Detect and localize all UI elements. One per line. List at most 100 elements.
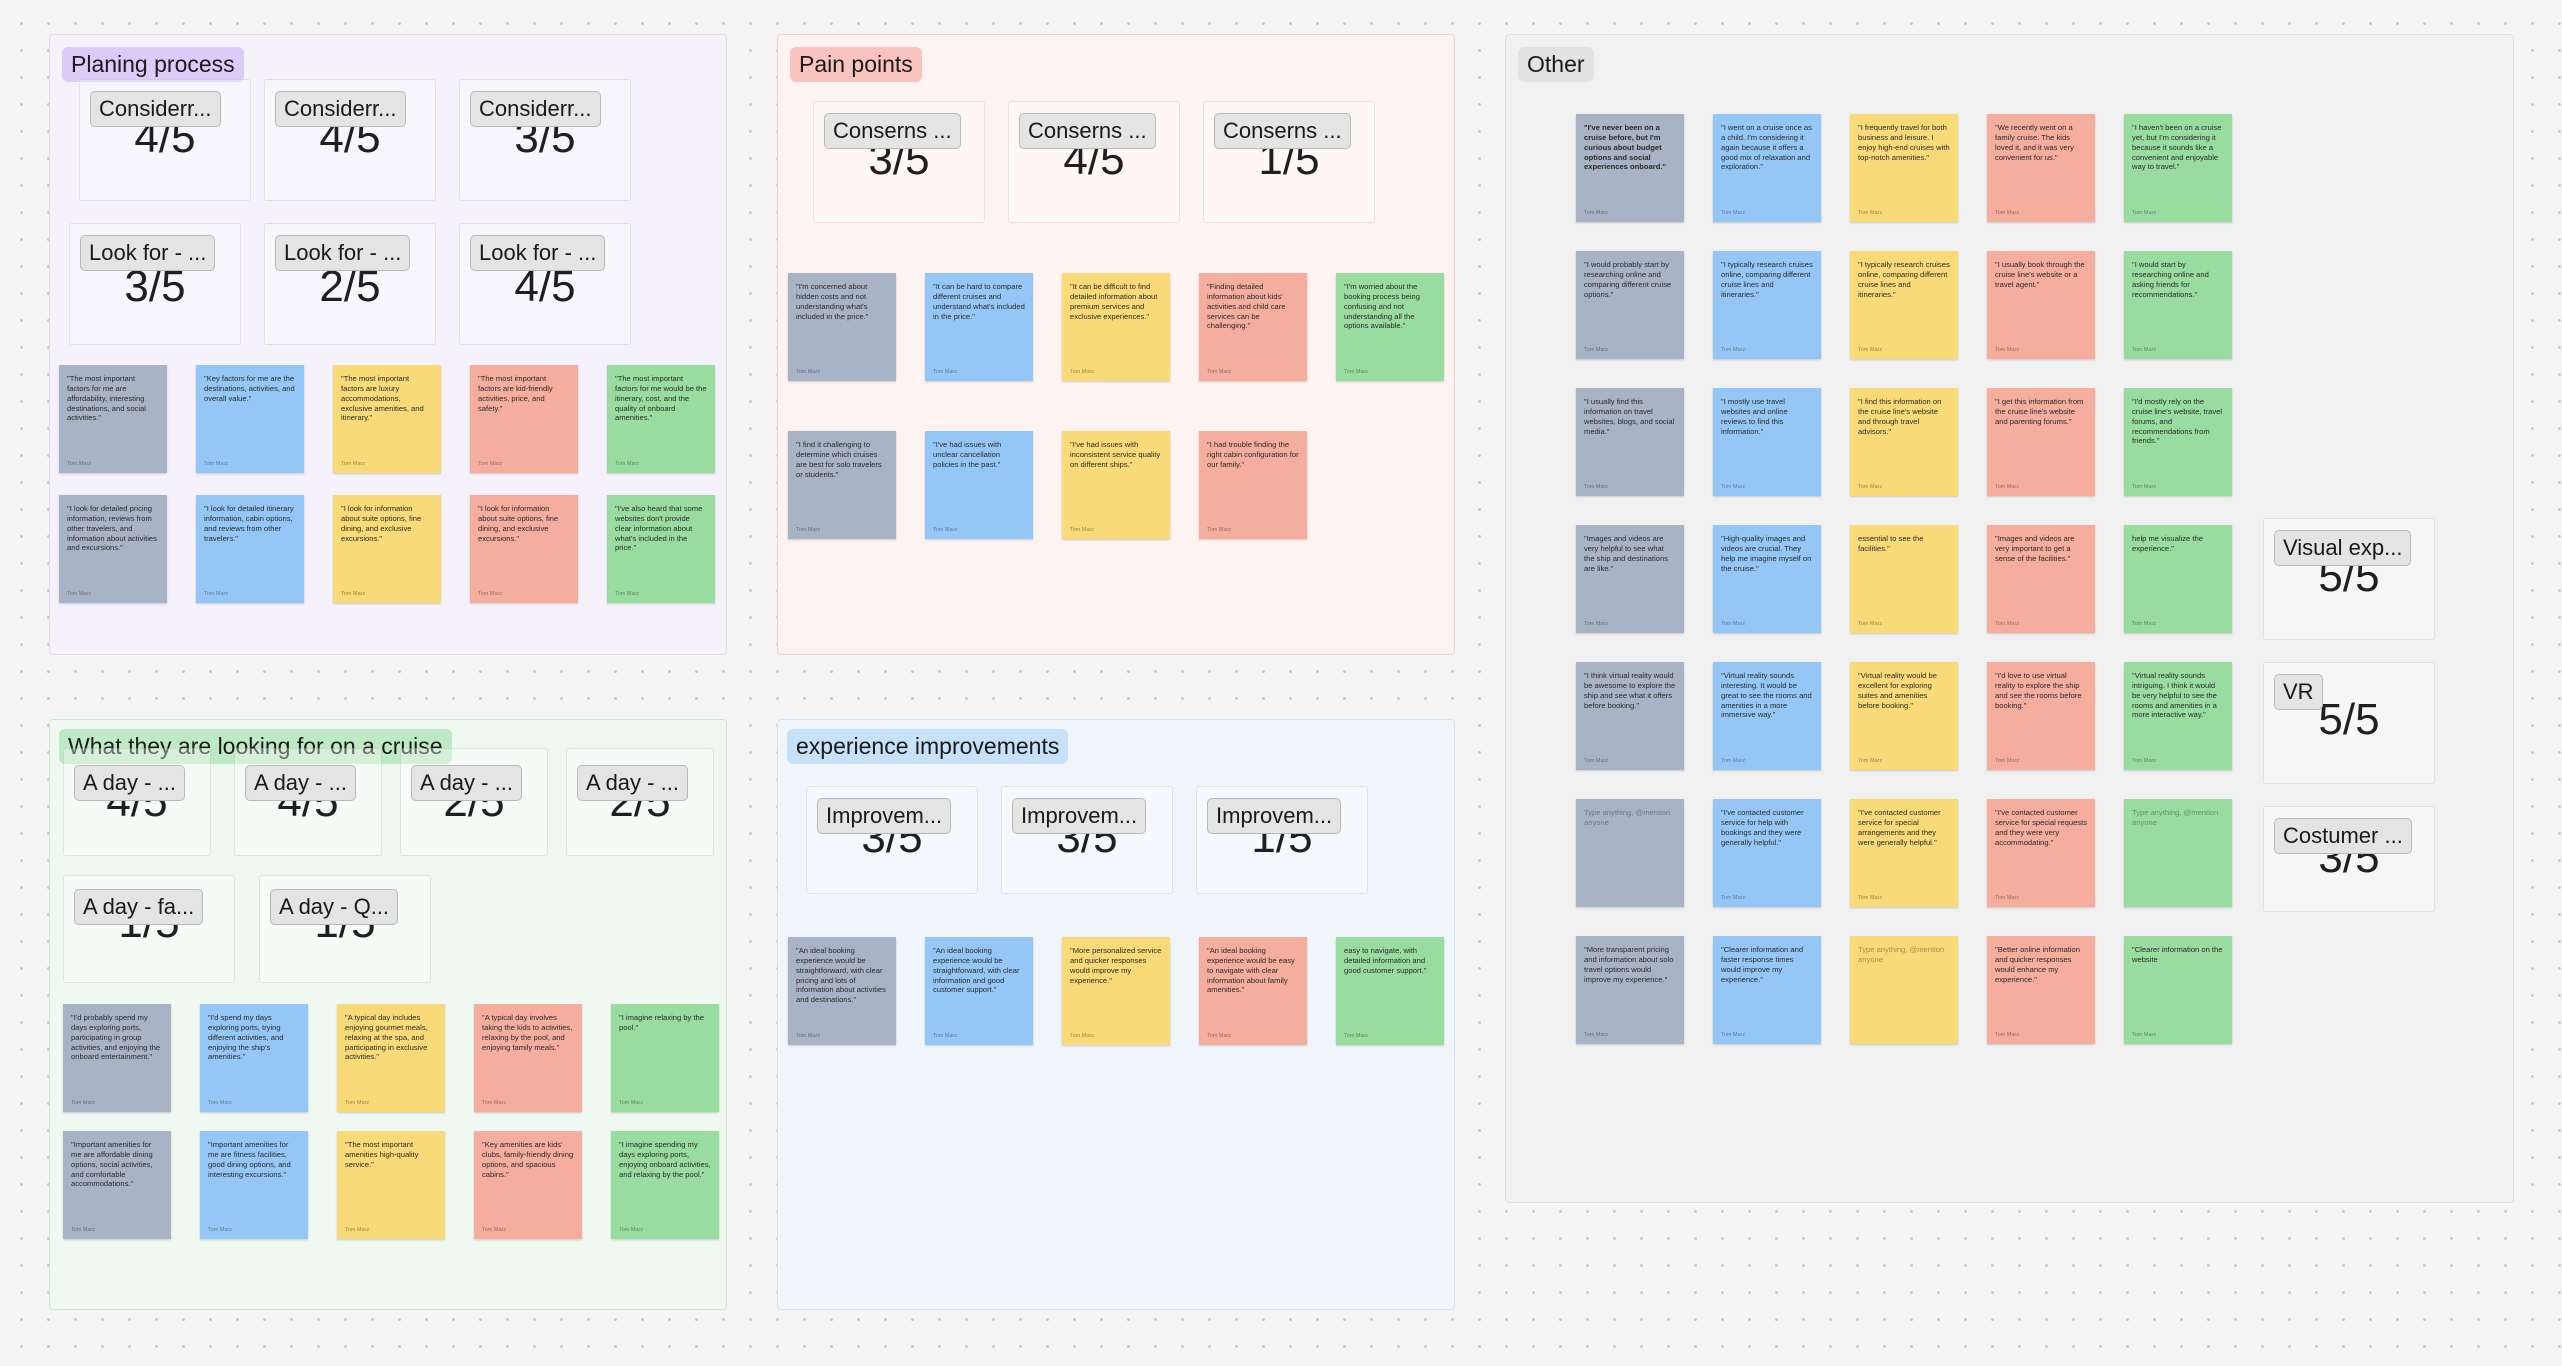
score-card[interactable]: Improvem... 3/5 (806, 786, 978, 894)
sticky-note[interactable]: "I get this information from the cruise … (1987, 388, 2095, 496)
sticky-note[interactable]: "Finding detailed information about kids… (1199, 273, 1307, 381)
sticky-note[interactable]: "I would start by researching online and… (2124, 251, 2232, 359)
sticky-note[interactable]: "I went on a cruise once as a child. I'm… (1713, 114, 1821, 222)
score-card[interactable]: A day - ... 4/5 (234, 748, 382, 856)
sticky-note[interactable]: "I typically research cruises online, co… (1713, 251, 1821, 359)
sticky-note-empty[interactable]: Type anything, @mention anyone (1850, 936, 1958, 1044)
section-looking-for[interactable]: What they are looking for on a cruise A … (49, 719, 727, 1310)
score-card[interactable]: Improvem... 3/5 (1001, 786, 1173, 894)
sticky-note[interactable]: "I look for detailed pricing information… (59, 495, 167, 603)
sticky-note[interactable]: "An ideal booking experience would be st… (788, 937, 896, 1045)
sticky-note[interactable]: "Images and videos are very helpful to s… (1576, 525, 1684, 633)
sticky-note[interactable]: "I typically research cruises online, co… (1850, 251, 1958, 359)
score-card[interactable]: Conserns ... 1/5 (1203, 101, 1375, 223)
score-card[interactable]: A day - Q... 1/5 (259, 875, 431, 983)
score-card[interactable]: Conserns ... 3/5 (813, 101, 985, 223)
sticky-note[interactable]: "I'd love to use virtual reality to expl… (1987, 662, 2095, 770)
sticky-note[interactable]: "Virtual reality sounds interesting. It … (1713, 662, 1821, 770)
score-card[interactable]: Visual exp... 5/5 (2263, 518, 2435, 640)
sticky-note[interactable]: "I'd mostly rely on the cruise line's we… (2124, 388, 2232, 496)
sticky-note[interactable]: "Clearer information and faster response… (1713, 936, 1821, 1044)
sticky-note[interactable]: "I'd spend my days exploring ports, tryi… (200, 1004, 308, 1112)
section-experience-improvements[interactable]: experience improvements Improvem... 3/5 … (777, 719, 1455, 1310)
sticky-note[interactable]: "I find this information on the cruise l… (1850, 388, 1958, 496)
section-planing-process[interactable]: Planing process Considerr... 4/5 Conside… (49, 34, 727, 655)
section-label[interactable]: What they are looking for on a cruise (59, 729, 452, 764)
section-label[interactable]: experience improvements (787, 729, 1069, 764)
score-card[interactable]: Improvem... 1/5 (1196, 786, 1368, 894)
score-card[interactable]: A day - fa... 1/5 (63, 875, 235, 983)
sticky-note[interactable]: "I haven't been on a cruise yet, but I'm… (2124, 114, 2232, 222)
sticky-note[interactable]: "I frequently travel for both business a… (1850, 114, 1958, 222)
sticky-note[interactable]: "I look for information about suite opti… (333, 495, 441, 603)
sticky-note[interactable]: "Important amenities for me are fitness … (200, 1131, 308, 1239)
sticky-note[interactable]: "I look for detailed itinerary informati… (196, 495, 304, 603)
score-card[interactable]: Look for - ... 2/5 (264, 223, 436, 345)
sticky-note[interactable]: "A typical day involves taking the kids … (474, 1004, 582, 1112)
score-card[interactable]: Conserns ... 4/5 (1008, 101, 1180, 223)
sticky-note[interactable]: "I imagine spending my days exploring po… (611, 1131, 719, 1239)
sticky-note[interactable]: essential to see the facilities."Tom Mar… (1850, 525, 1958, 633)
sticky-note[interactable]: "I look for information about suite opti… (470, 495, 578, 603)
sticky-note[interactable]: "I usually find this information on trav… (1576, 388, 1684, 496)
sticky-note[interactable]: "I find it challenging to determine whic… (788, 431, 896, 539)
sticky-note[interactable]: "Key amenities are kids' clubs, family-f… (474, 1131, 582, 1239)
sticky-note[interactable]: "I've had issues with inconsistent servi… (1062, 431, 1170, 539)
sticky-note[interactable]: "More personalized service and quicker r… (1062, 937, 1170, 1045)
sticky-note[interactable]: "High-quality images and videos are cruc… (1713, 525, 1821, 633)
score-card[interactable]: A day - ... 2/5 (400, 748, 548, 856)
sticky-note[interactable]: "The most important amenities high-quali… (337, 1131, 445, 1239)
sticky-note[interactable]: "I'm worried about the booking process b… (1336, 273, 1444, 381)
sticky-note[interactable]: "Key factors for me are the destinations… (196, 365, 304, 473)
sticky-note[interactable]: "The most important factors are luxury a… (333, 365, 441, 473)
sticky-note[interactable]: "I'm concerned about hidden costs and no… (788, 273, 896, 381)
score-card[interactable]: VR 5/5 (2263, 662, 2435, 784)
sticky-note[interactable]: help me visualize the experience."Tom Ma… (2124, 525, 2232, 633)
section-label[interactable]: Other (1518, 47, 1594, 82)
sticky-note[interactable]: "It can be difficult to find detailed in… (1062, 273, 1170, 381)
score-card[interactable]: A day - ... 4/5 (63, 748, 211, 856)
sticky-note[interactable]: "I imagine relaxing by the pool."Tom Mar… (611, 1004, 719, 1112)
sticky-note[interactable]: "An ideal booking experience would be st… (925, 937, 1033, 1045)
sticky-note[interactable]: "Images and videos are very important to… (1987, 525, 2095, 633)
sticky-note[interactable]: "An ideal booking experience would be ea… (1199, 937, 1307, 1045)
score-card[interactable]: Costumer ... 3/5 (2263, 806, 2435, 912)
sticky-note[interactable]: "The most important factors for me are a… (59, 365, 167, 473)
sticky-note[interactable]: "I'd probably spend my days exploring po… (63, 1004, 171, 1112)
sticky-note[interactable]: "I've contacted customer service for hel… (1713, 799, 1821, 907)
section-label[interactable]: Planing process (62, 47, 244, 82)
sticky-note[interactable]: "Virtual reality would be excellent for … (1850, 662, 1958, 770)
sticky-note[interactable]: "The most important factors are kid-frie… (470, 365, 578, 473)
sticky-note[interactable]: "I've contacted customer service for spe… (1987, 799, 2095, 907)
sticky-note[interactable]: "I've also heard that some websites don'… (607, 495, 715, 603)
score-card[interactable]: Look for - ... 4/5 (459, 223, 631, 345)
sticky-note[interactable]: easy to navigate, with detailed informat… (1336, 937, 1444, 1045)
sticky-note[interactable]: "I've never been on a cruise before, but… (1576, 114, 1684, 222)
sticky-note[interactable]: "The most important factors for me would… (607, 365, 715, 473)
sticky-note[interactable]: "I usually book through the cruise line'… (1987, 251, 2095, 359)
sticky-note[interactable]: "I would probably start by researching o… (1576, 251, 1684, 359)
sticky-note[interactable]: "More transparent pricing and informatio… (1576, 936, 1684, 1044)
sticky-note-empty[interactable]: Type anything, @mention anyone (2124, 799, 2232, 907)
sticky-note[interactable]: "I had trouble finding the right cabin c… (1199, 431, 1307, 539)
sticky-note[interactable]: "I've had issues with unclear cancellati… (925, 431, 1033, 539)
sticky-note[interactable]: "Important amenities for me are affordab… (63, 1131, 171, 1239)
sticky-note[interactable]: "Virtual reality sounds intriguing. I th… (2124, 662, 2232, 770)
sticky-note[interactable]: "We recently went on a family cruise. Th… (1987, 114, 2095, 222)
section-other[interactable]: Other "I've never been on a cruise befor… (1505, 34, 2514, 1203)
sticky-note[interactable]: "I think virtual reality would be awesom… (1576, 662, 1684, 770)
sticky-note[interactable]: "I mostly use travel websites and online… (1713, 388, 1821, 496)
score-card[interactable]: Look for - ... 3/5 (69, 223, 241, 345)
score-card[interactable]: Considerr... 4/5 (79, 79, 251, 201)
sticky-note[interactable]: "Better online information and quicker r… (1987, 936, 2095, 1044)
score-card[interactable]: Considerr... 3/5 (459, 79, 631, 201)
sticky-note[interactable]: "A typical day includes enjoying gourmet… (337, 1004, 445, 1112)
sticky-note[interactable]: "I've contacted customer service for spe… (1850, 799, 1958, 907)
score-card[interactable]: Considerr... 4/5 (264, 79, 436, 201)
section-pain-points[interactable]: Pain points Conserns ... 3/5 Conserns ..… (777, 34, 1455, 655)
score-card[interactable]: A day - ... 2/5 (566, 748, 714, 856)
sticky-note-empty[interactable]: Type anything, @mention anyone (1576, 799, 1684, 907)
section-label[interactable]: Pain points (790, 47, 922, 82)
sticky-note[interactable]: "It can be hard to compare different cru… (925, 273, 1033, 381)
